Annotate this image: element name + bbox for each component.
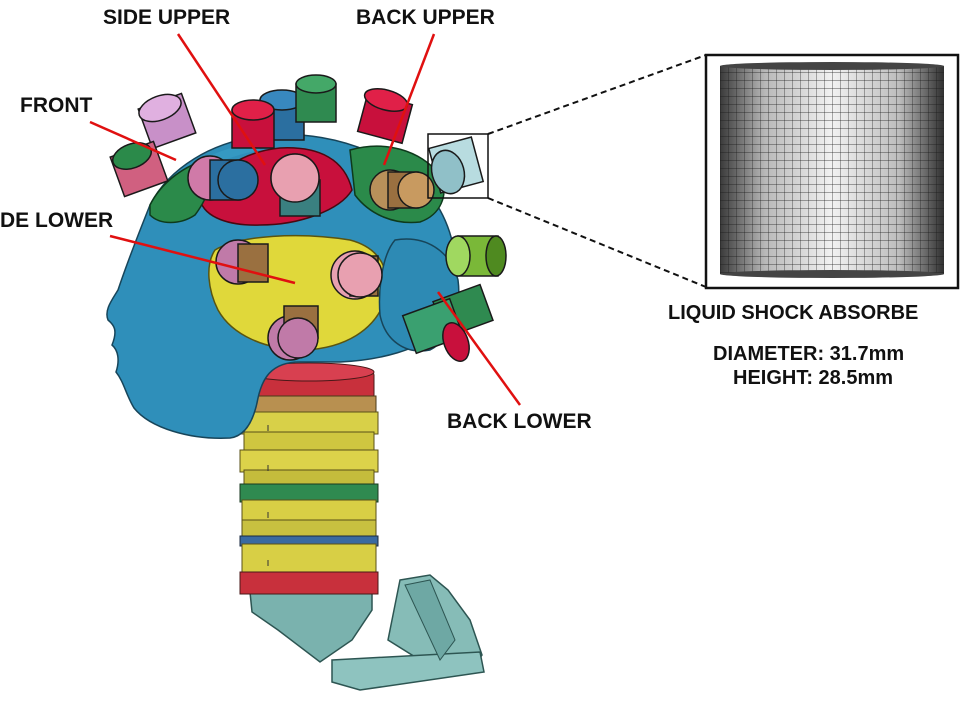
- absorber-mesh-zoom: [704, 53, 960, 290]
- absorber-title: LIQUID SHOCK ABSORBE: [668, 302, 919, 324]
- mount-base: [249, 574, 485, 691]
- absorber-callout: [427, 54, 707, 288]
- absorber-diameter: DIAMETER: 31.7mm: [713, 343, 905, 365]
- label-side-upper: SIDE UPPER: [103, 6, 231, 29]
- absorber-height: HEIGHT: 28.5mm: [733, 367, 894, 389]
- label-back-upper: BACK UPPER: [356, 6, 495, 29]
- label-side-lower: DE LOWER: [0, 209, 114, 232]
- label-front: FRONT: [20, 94, 93, 117]
- neck-stack: [239, 362, 379, 595]
- shock-absorber-cylinders: [109, 74, 507, 362]
- leader-lines: [89, 33, 522, 406]
- label-back-lower: BACK LOWER: [447, 410, 592, 433]
